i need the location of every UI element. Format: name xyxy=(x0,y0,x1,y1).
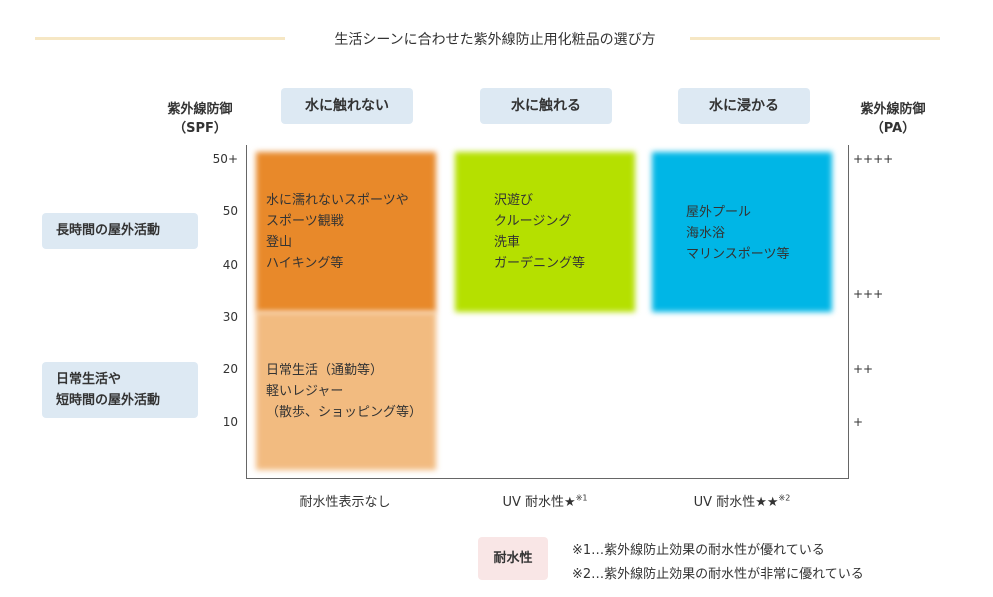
block-no-water-low xyxy=(256,312,436,470)
spf-tick: 30 xyxy=(222,310,238,324)
pa-axis-label-line1: 紫外線防御 xyxy=(860,102,926,117)
spf-axis-label-line1: 紫外線防御 xyxy=(167,102,233,117)
legend-note: ※1…紫外線防止効果の耐水性が優れている xyxy=(572,543,825,558)
block-line: クルージング xyxy=(494,214,572,229)
note-mark: ※1 xyxy=(575,493,588,503)
legend-note: ※2…紫外線防止効果の耐水性が非常に優れている xyxy=(572,567,864,582)
block-text-touch-water: 沢遊び クルージング 洗車 ガーデニング等 xyxy=(494,190,585,274)
row-label-daily: 日常生活や 短時間の屋外活動 xyxy=(42,362,198,418)
title-rule-left xyxy=(35,37,285,40)
spf-tick: 10 xyxy=(222,415,238,429)
bottom-axis-line xyxy=(246,478,849,479)
block-line: 海水浴 xyxy=(686,226,726,241)
legend-label: 耐水性 xyxy=(478,537,548,580)
block-line: ハイキング等 xyxy=(266,256,344,271)
bottom-label-none: 耐水性表示なし xyxy=(299,495,391,510)
spf-axis-label: 紫外線防御 （SPF） xyxy=(155,100,245,138)
spf-tick: 50 xyxy=(222,204,238,218)
bottom-label-uv2: UV 耐水性★★※2 xyxy=(652,491,832,510)
block-line: （散歩、ショッピング等） xyxy=(266,405,423,420)
block-line: 屋外プール xyxy=(686,205,752,220)
block-no-water-high xyxy=(256,152,436,312)
block-line: 軽いレジャー xyxy=(266,384,344,399)
title-rule-right xyxy=(690,37,940,40)
block-in-water xyxy=(652,152,832,312)
block-line: 水に濡れないスポーツや xyxy=(266,193,409,208)
pa-tick: + xyxy=(853,415,864,429)
bottom-label-uv2-text: UV 耐水性★★ xyxy=(693,495,779,510)
right-axis-line xyxy=(848,145,849,479)
spf-tick: 50+ xyxy=(212,152,238,166)
row-label-daily-line1: 日常生活や xyxy=(56,372,122,387)
block-line: 日常生活（通勤等） xyxy=(266,363,384,378)
block-line: 沢遊び xyxy=(494,193,534,208)
row-label-daily-line2: 短時間の屋外活動 xyxy=(56,393,161,408)
column-header-touch-water: 水に触れる xyxy=(480,88,612,124)
legend-notes: ※1…紫外線防止効果の耐水性が優れている ※2…紫外線防止効果の耐水性が非常に優… xyxy=(572,539,864,587)
spf-axis-label-line2: （SPF） xyxy=(173,121,227,136)
block-line: 登山 xyxy=(266,235,293,250)
bottom-label-uv1-text: UV 耐水性★ xyxy=(502,495,576,510)
note-mark: ※2 xyxy=(778,493,791,503)
block-text-no-water-low: 日常生活（通勤等） 軽いレジャー （散歩、ショッピング等） xyxy=(266,360,422,423)
pa-axis-label: 紫外線防御 （PA） xyxy=(848,100,938,138)
spf-tick: 40 xyxy=(222,258,238,272)
pa-tick: ++++ xyxy=(853,152,894,166)
block-line: マリンスポーツ等 xyxy=(686,247,790,262)
column-header-no-water: 水に触れない xyxy=(281,88,413,124)
bottom-label-uv1: UV 耐水性★※1 xyxy=(455,491,635,510)
page-title: 生活シーンに合わせた紫外線防止用化粧品の選び方 xyxy=(334,32,656,48)
block-line: 洗車 xyxy=(494,235,521,250)
block-text-in-water: 屋外プール 海水浴 マリンスポーツ等 xyxy=(686,202,789,265)
pa-axis-label-line2: （PA） xyxy=(870,121,916,136)
spf-tick: 20 xyxy=(222,362,238,376)
left-axis-line xyxy=(246,145,247,479)
pa-tick: +++ xyxy=(853,287,884,301)
block-line: スポーツ観戦 xyxy=(266,214,344,229)
block-text-no-water-high: 水に濡れないスポーツや スポーツ観戦 登山 ハイキング等 xyxy=(266,190,409,274)
block-touch-water xyxy=(455,152,635,312)
column-header-in-water: 水に浸かる xyxy=(678,88,810,124)
block-line: ガーデニング等 xyxy=(494,256,586,271)
row-label-long-outdoor: 長時間の屋外活動 xyxy=(42,213,198,249)
pa-tick: ++ xyxy=(853,362,874,376)
